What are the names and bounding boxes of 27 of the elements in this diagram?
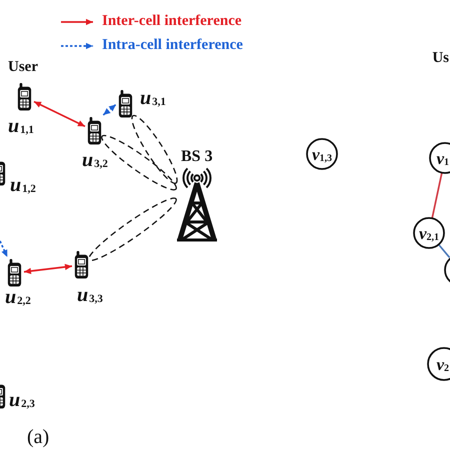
phone-icon	[74, 251, 89, 279]
phone-icon	[87, 117, 102, 145]
vertex-label: v$_{2,1}$	[418, 224, 440, 242]
edge-line	[438, 244, 450, 258]
arrow	[0, 240, 8, 258]
tower-icon	[176, 167, 218, 242]
vertex-circle	[306, 138, 338, 170]
station-label: BS 3	[181, 149, 213, 165]
arrow	[34, 100, 86, 128]
vertex-label: v$_{1}$	[436, 150, 449, 166]
arrow	[24, 264, 72, 274]
vertex-label: v$_{1,3}$	[312, 146, 332, 162]
panel-label: Us	[432, 51, 449, 66]
beam-ellipse	[101, 134, 177, 190]
phone-icon	[17, 83, 32, 111]
arrow	[102, 104, 117, 116]
edge-line	[431, 172, 443, 218]
phone-icon	[118, 90, 133, 118]
panel-label: User	[8, 60, 38, 75]
beam-ellipse	[131, 114, 178, 184]
legend-label: Inter-cell interference	[102, 14, 242, 29]
beam-ellipse	[88, 198, 177, 262]
caption: (a)	[27, 427, 50, 447]
phone-icon	[7, 259, 22, 287]
vertex-label: v$_{2}$	[436, 356, 449, 372]
vertex-circle	[413, 217, 445, 249]
legend-label: Intra-cell interference	[102, 38, 243, 53]
